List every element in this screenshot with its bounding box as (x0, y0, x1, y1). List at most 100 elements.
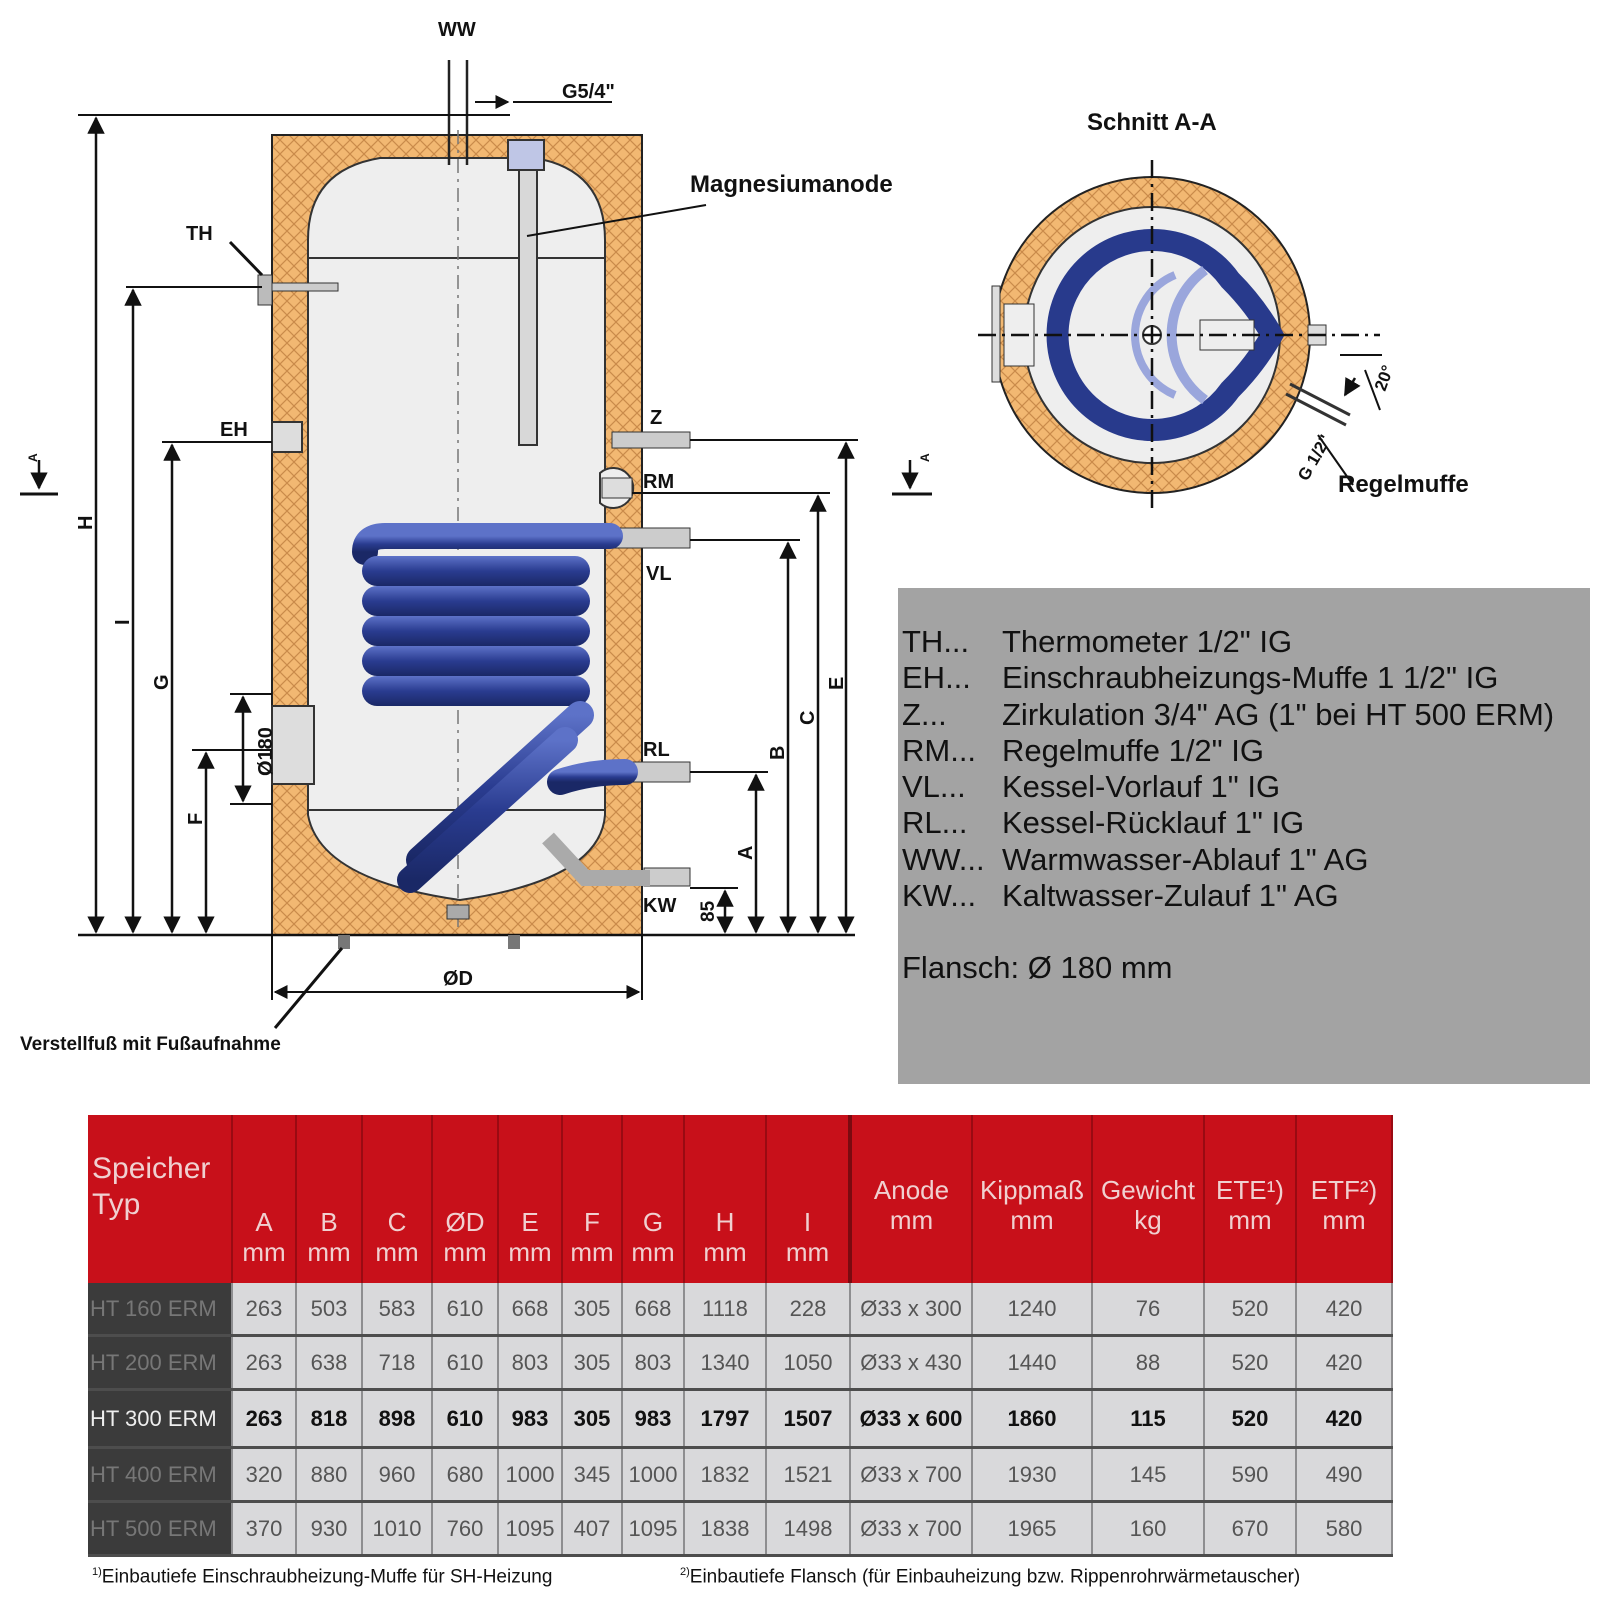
row-type-name: HT 200 ERM (88, 1335, 233, 1391)
table-cell: 1050 (766, 1335, 851, 1391)
table-cell: 520 (1204, 1283, 1297, 1337)
legend-text: Regelmuffe 1/2" IG (1002, 732, 1265, 768)
table-cell: 718 (362, 1335, 433, 1391)
header-unit: mm (889, 1205, 934, 1235)
row-type-name: HT 300 ERM (88, 1389, 233, 1449)
section-angle-label: 20° (1371, 363, 1398, 394)
f-label: F (185, 813, 207, 825)
table-cell: 520 (1204, 1389, 1297, 1449)
flange-fitting (271, 705, 315, 785)
header-unit: mm (508, 1237, 552, 1267)
table-cell: 670 (1204, 1501, 1297, 1557)
table-cell: 818 (296, 1389, 363, 1449)
footnote-text: Einbautiefe Einschraubheizung-Muffe für … (101, 1566, 553, 1588)
table-cell: 610 (432, 1335, 499, 1391)
table-cell: 1095 (498, 1501, 563, 1557)
table-cell: 590 (1204, 1447, 1297, 1503)
legend-code: EH... (902, 660, 971, 696)
legend-code: KW... (902, 878, 977, 914)
legend-text: Warmwasser-Ablauf 1" AG (1002, 841, 1369, 877)
table-cell: 1838 (684, 1501, 767, 1557)
header-unit: mm (1228, 1205, 1272, 1235)
table-cell: 1860 (972, 1389, 1093, 1449)
table-cell: 345 (562, 1447, 623, 1503)
legend-code: RL... (902, 805, 968, 841)
table-cell: 1340 (684, 1335, 767, 1391)
header-line: B (320, 1207, 338, 1237)
table-cell: 1507 (766, 1389, 851, 1449)
table-cell: 1000 (498, 1447, 563, 1503)
header-unit: mm (631, 1237, 675, 1267)
table-cell: 305 (562, 1283, 623, 1337)
th-fitting (228, 240, 339, 306)
legend-row-vl: VL... Kessel-Vorlauf 1" IG (902, 769, 1590, 805)
vl-label: VL (646, 563, 672, 585)
table-cell: 898 (362, 1389, 433, 1449)
table-cell: 1010 (362, 1501, 433, 1557)
footnote-mark: 2) (680, 1566, 690, 1578)
table-cell: 503 (296, 1283, 363, 1337)
table-cell: Ø33 x 700 (850, 1501, 973, 1557)
table-cell: 263 (232, 1335, 297, 1391)
header-unit: mm (785, 1237, 830, 1267)
table-cell: 1797 (684, 1389, 767, 1449)
tank-diagram: WW G5/4" Magnesiumanode TH EH Ø180 Z RM … (20, 19, 1469, 1055)
header-line: ØD (445, 1207, 485, 1237)
i-label: I (112, 619, 134, 625)
legend-code: Z... (902, 696, 947, 732)
tank-base (78, 904, 855, 949)
table-cell: 305 (562, 1335, 623, 1391)
row-type-name: HT 160 ERM (88, 1283, 233, 1337)
footnote-1: 1)Einbautiefe Einschraubheizung-Muffe fü… (92, 1566, 552, 1588)
table-cell: 1832 (684, 1447, 767, 1503)
z-label: Z (650, 407, 662, 429)
table-cell: 1000 (622, 1447, 685, 1503)
header-unit: kg (1134, 1205, 1162, 1235)
header-line: A (255, 1207, 273, 1237)
table-cell: 638 (296, 1335, 363, 1391)
rl-label: RL (643, 739, 670, 761)
table-cell: 228 (766, 1283, 851, 1337)
table-cell: 263 (232, 1283, 297, 1337)
table-cell: 580 (1296, 1501, 1393, 1557)
header-line: Anode (873, 1175, 950, 1205)
legend-row-rm: RM... Regelmuffe 1/2" IG (902, 733, 1590, 769)
table-cell: 490 (1296, 1447, 1393, 1503)
footnote-2: 2)Einbautiefe Flansch (für Einbauheizung… (680, 1566, 1300, 1588)
kw-label: KW (643, 895, 676, 917)
legend-text: Zirkulation 3/4" AG (1" bei HT 500 ERM) (1002, 696, 1555, 732)
table-cell: 1930 (972, 1447, 1093, 1503)
table-cell: 320 (232, 1447, 297, 1503)
section-view (978, 160, 1382, 510)
legend-row-rl: RL... Kessel-Rücklauf 1" IG (902, 805, 1590, 841)
table-cell: 1095 (622, 1501, 685, 1557)
ww-top-label: WW (438, 19, 476, 41)
table-cell: 960 (362, 1447, 433, 1503)
header-line: F (584, 1207, 600, 1237)
table-cell: 880 (296, 1447, 363, 1503)
header-line: Typ (92, 1188, 141, 1221)
table-cell: 1118 (684, 1283, 767, 1337)
table-cell: 420 (1296, 1389, 1393, 1449)
header-line: Gewicht (1101, 1175, 1195, 1205)
heat-exchanger-coil (352, 523, 638, 893)
right-fittings (542, 431, 691, 887)
legend-row-th: TH... Thermometer 1/2" IG (902, 624, 1590, 660)
e-label: E (826, 677, 848, 690)
c-label: C (797, 711, 819, 725)
table-cell: 1240 (972, 1283, 1093, 1337)
header-unit: mm (443, 1237, 487, 1267)
header-line: Speicher (92, 1152, 211, 1185)
header-line: ETE¹) (1216, 1175, 1284, 1205)
eh-label: EH (220, 419, 248, 441)
table-cell: 305 (562, 1389, 623, 1449)
h-label: H (75, 516, 97, 530)
magnesiumanode-label: Magnesiumanode (690, 171, 893, 198)
